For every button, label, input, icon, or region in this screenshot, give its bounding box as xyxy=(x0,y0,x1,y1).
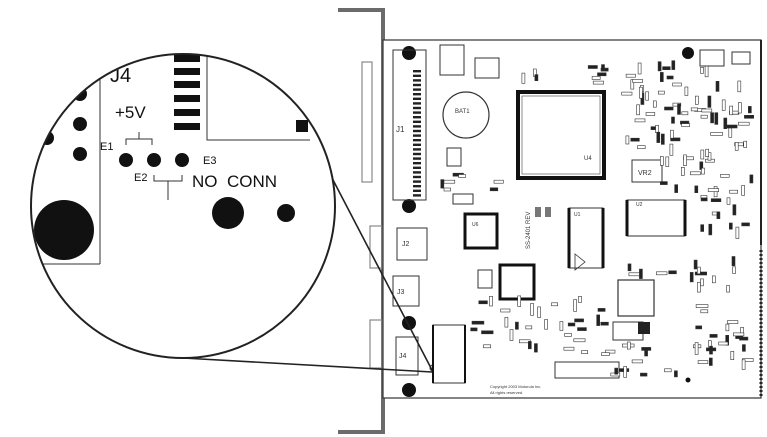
u1-label: U1 xyxy=(574,212,581,218)
u4-label: U4 xyxy=(584,156,592,162)
u6-label: U6 xyxy=(472,222,479,228)
j3-connector: J3 xyxy=(392,275,420,307)
e3-label: E3 xyxy=(203,155,216,167)
pad-ladder xyxy=(174,55,308,132)
u6-chip: U6 xyxy=(463,212,499,250)
j4-small-label: J4 xyxy=(399,353,407,360)
u2-chip: U2 xyxy=(625,199,687,237)
u2-label: U2 xyxy=(636,202,643,208)
e1-label: E1 xyxy=(100,141,113,153)
u1-chip: U1 xyxy=(567,207,605,269)
j2-label: J2 xyxy=(402,241,410,248)
misc-chips xyxy=(432,44,751,384)
no-conn-label: NO CONN xyxy=(192,172,277,191)
no-conn-pads xyxy=(212,197,295,229)
vr2-label: VR2 xyxy=(638,170,652,177)
bat1-label: BAT1 xyxy=(455,109,470,115)
magnified-view: J4 +5V E1 E2 E3 NO CONN xyxy=(30,53,336,359)
copyright-line-2: All rights reserved. xyxy=(490,390,523,395)
main-processor: U4 xyxy=(516,90,606,180)
mounting-holes xyxy=(402,46,694,397)
rev-label: SS-2401 REV xyxy=(526,212,532,249)
e2-label: E2 xyxy=(134,172,147,184)
vr2-regulator: VR2 xyxy=(631,159,663,183)
j3-label: J3 xyxy=(397,289,405,296)
j1-label: J1 xyxy=(396,125,405,134)
jumper-pins xyxy=(119,132,189,200)
battery-bat1: BAT1 xyxy=(442,91,490,139)
j2-connector: J2 xyxy=(396,227,428,261)
copyright-line-1: Copyright 2003 Motorola Inc. xyxy=(490,384,541,389)
j1-connector: J1 xyxy=(392,49,427,201)
smd-components xyxy=(440,60,755,378)
voltage-label: +5V xyxy=(115,103,146,122)
